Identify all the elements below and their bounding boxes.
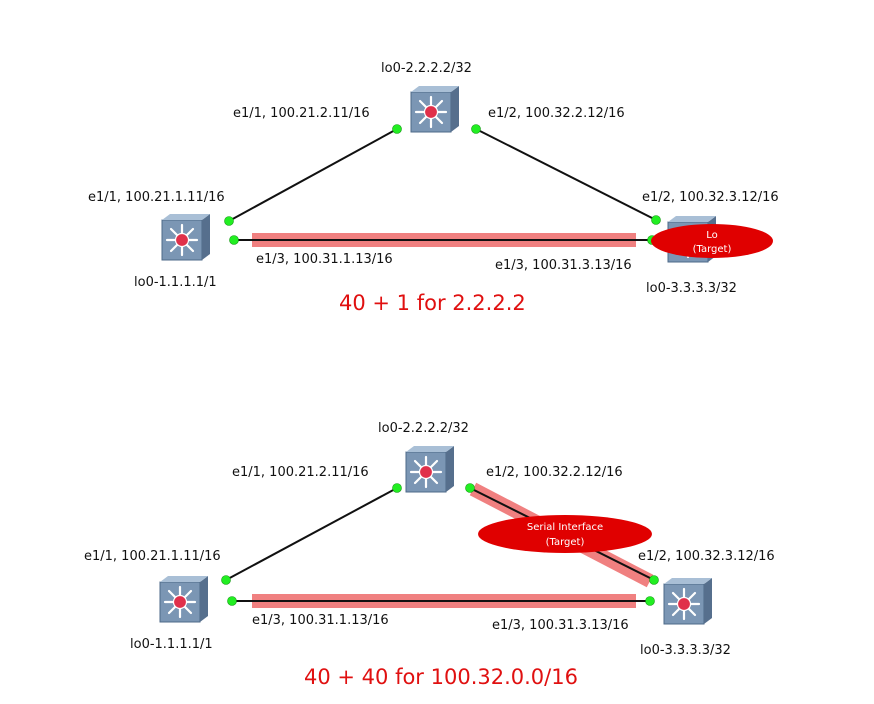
top-r3-e12-label: e1/2, 100.32.3.12/16 xyxy=(642,190,779,205)
top-switch-r1[interactable] xyxy=(160,212,212,262)
top-port-r2-e11 xyxy=(392,124,402,134)
bottom-r1-loopback-label: lo0-1.1.1.1/1 xyxy=(130,637,213,652)
bottom-switch-r2[interactable] xyxy=(404,444,456,494)
top-port-r1-e11 xyxy=(224,216,234,226)
bottom-port-r3-e12 xyxy=(649,575,659,585)
top-r2-e12-label: e1/2, 100.32.2.12/16 xyxy=(488,106,625,121)
top-r1-e13-label: e1/3, 100.31.1.13/16 xyxy=(256,252,393,267)
top-port-r1-e13 xyxy=(229,235,239,245)
top-port-r3-e12 xyxy=(651,215,661,225)
bottom-callout-line1: Serial Interface xyxy=(527,522,603,533)
bottom-r3-e12-label: e1/2, 100.32.3.12/16 xyxy=(638,549,775,564)
top-callout-line2: (Target) xyxy=(693,244,732,255)
bottom-r1-e13-label: e1/3, 100.31.1.13/16 xyxy=(252,613,389,628)
bottom-switch-r1[interactable] xyxy=(158,574,210,624)
bottom-link-r1-r2 xyxy=(225,487,398,581)
bottom-r2-loopback-label: lo0-2.2.2.2/32 xyxy=(378,421,469,436)
top-callout-line1: Lo xyxy=(706,230,718,241)
bottom-port-r3-e13 xyxy=(645,596,655,606)
top-diagram: Lo (Target) lo0-2.2.2.2/32 e1/1, 100.21.… xyxy=(88,61,779,315)
bottom-port-r2-e11 xyxy=(392,483,402,493)
top-switch-r2[interactable] xyxy=(409,84,461,134)
top-caption: 40 + 1 for 2.2.2.2 xyxy=(339,291,526,315)
bottom-port-r2-e12 xyxy=(465,483,475,493)
bottom-r2-e11-label: e1/1, 100.21.2.11/16 xyxy=(232,465,369,480)
bottom-port-r1-e11 xyxy=(221,575,231,585)
bottom-r1-e11-label: e1/1, 100.21.1.11/16 xyxy=(84,549,221,564)
top-port-r2-e12 xyxy=(471,124,481,134)
top-link-r2-r3 xyxy=(475,128,657,221)
bottom-callout-line2: (Target) xyxy=(546,537,585,548)
bottom-target-callout xyxy=(478,515,652,553)
bottom-r3-e13-label: e1/3, 100.31.3.13/16 xyxy=(492,618,629,633)
top-r2-loopback-label: lo0-2.2.2.2/32 xyxy=(381,61,472,76)
bottom-r3-loopback-label: lo0-3.3.3.3/32 xyxy=(640,643,731,658)
top-link-r1-r2 xyxy=(228,128,398,222)
top-r1-e11-label: e1/1, 100.21.1.11/16 xyxy=(88,190,225,205)
bottom-diagram: Serial Interface (Target) lo0-2.2.2.2/32… xyxy=(84,421,775,689)
bottom-port-r1-e13 xyxy=(227,596,237,606)
bottom-r2-e12-label: e1/2, 100.32.2.12/16 xyxy=(486,465,623,480)
top-r1-loopback-label: lo0-1.1.1.1/1 xyxy=(134,275,217,290)
bottom-caption: 40 + 40 for 100.32.0.0/16 xyxy=(304,665,578,689)
top-r2-e11-label: e1/1, 100.21.2.11/16 xyxy=(233,106,370,121)
bottom-switch-r3[interactable] xyxy=(662,576,714,626)
top-target-callout xyxy=(651,224,773,258)
top-r3-e13-label: e1/3, 100.31.3.13/16 xyxy=(495,258,632,273)
top-r3-loopback-label: lo0-3.3.3.3/32 xyxy=(646,281,737,296)
